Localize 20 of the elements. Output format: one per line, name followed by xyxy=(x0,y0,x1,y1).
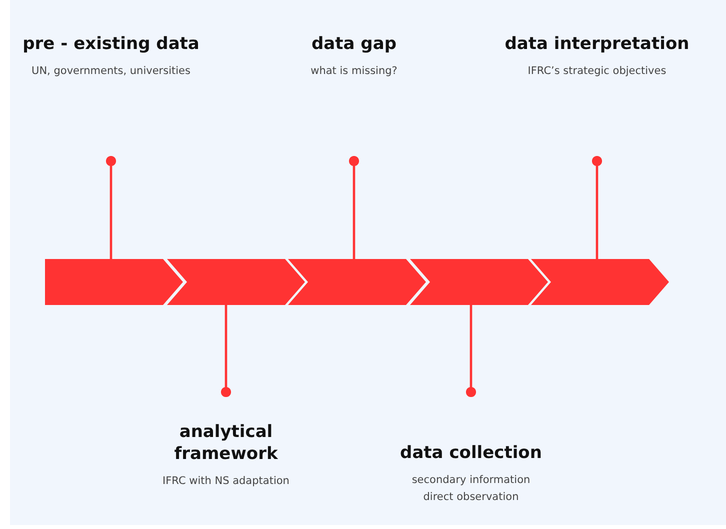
step-heading: pre - existing data xyxy=(22,33,200,56)
chevron-shape xyxy=(166,259,304,305)
pin-line xyxy=(592,156,602,259)
step-description: what is missing? xyxy=(310,64,398,80)
step-description: IFRC with NS adaptation xyxy=(162,474,290,490)
step-description: UN, governments, universities xyxy=(32,64,190,80)
step-heading: data collection xyxy=(400,442,542,464)
step-description: secondary information direct observation xyxy=(410,473,532,506)
chevron-shape xyxy=(531,259,669,305)
chevron-shape xyxy=(288,259,426,305)
pin-line xyxy=(466,305,476,398)
step-description: IFRC’s strategic objectives xyxy=(528,64,666,80)
step-heading: data interpretation xyxy=(504,33,690,56)
step-heading: data gap xyxy=(312,33,396,56)
chevron-shape xyxy=(45,259,183,305)
pin-line xyxy=(106,156,116,259)
chevron-shape xyxy=(410,259,548,305)
pin-line xyxy=(348,156,360,259)
pin-line xyxy=(220,305,232,398)
step-heading: analytical framework xyxy=(173,421,279,466)
